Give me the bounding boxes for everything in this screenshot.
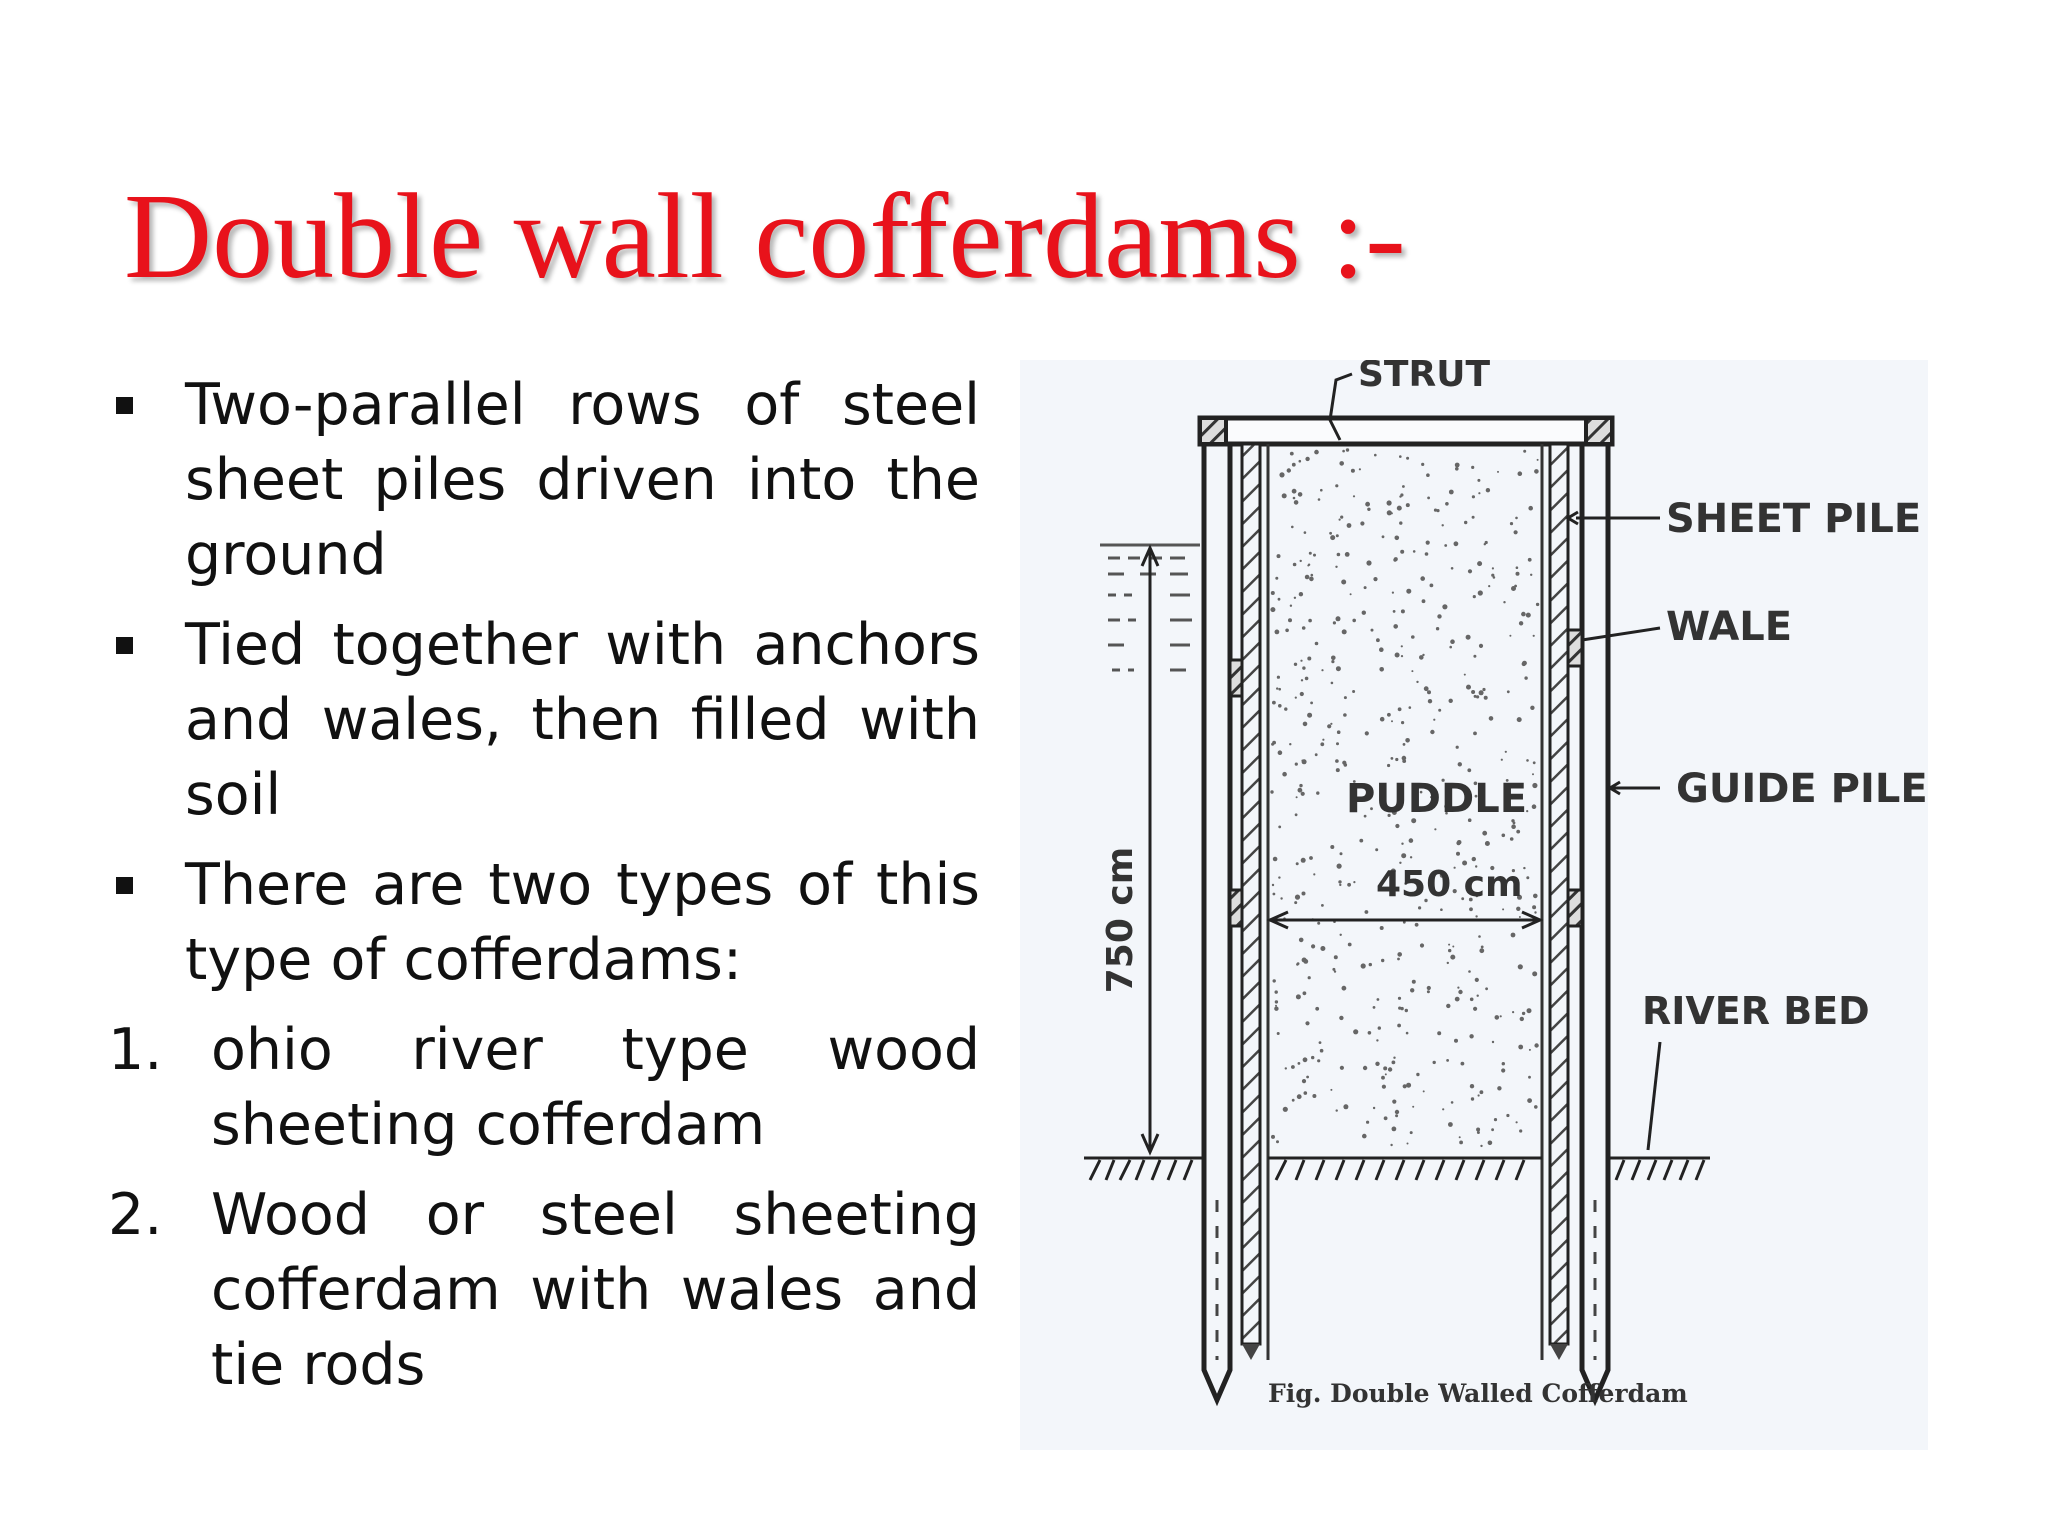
numbered-item: 1. ohio river type wood sheeting cofferd… (108, 1013, 980, 1163)
slide-title: Double wall cofferdams :- (124, 169, 1406, 304)
sheet-pile-label: SHEET PILE (1666, 496, 1921, 542)
strut-leader (1328, 372, 1353, 441)
slide-content: Two-parallel rows of steel sheet piles d… (108, 368, 980, 1418)
bullet-item: Two-parallel rows of steel sheet piles d… (108, 368, 980, 593)
wale (1228, 888, 1244, 928)
guide-pile-label: GUIDE PILE (1676, 766, 1928, 812)
height-label: 750 cm (1100, 847, 1141, 994)
bullet-item: There are two types of this type of coff… (108, 848, 980, 998)
puddle-label: PUDDLE (1346, 776, 1527, 822)
cofferdam-diagram: STRUT SHEET PILE WALE GUIDE PILE PUDDLE … (1084, 360, 1928, 1408)
wale-label: WALE (1666, 604, 1792, 650)
numbered-text: ohio river type wood sheeting cofferdam (211, 1017, 980, 1158)
sheet-pile-left (1240, 442, 1262, 1346)
sheet-pile-right (1548, 442, 1570, 1346)
figure-caption: Fig. Double Walled Cofferdam (1268, 1379, 1688, 1408)
river-bed-leader (1646, 1041, 1662, 1151)
list-number: 1. (108, 1017, 163, 1083)
bullet-text: Tied together with anchors and wales, th… (185, 612, 980, 828)
guide-pile-left (1201, 444, 1233, 1407)
numbered-item: 2. Wood or steel sheeting cofferdam with… (108, 1178, 980, 1403)
strut (1197, 415, 1615, 447)
wale (1566, 628, 1584, 668)
river-bed-ground (1084, 1156, 1710, 1181)
bullet-item: Tied together with anchors and wales, th… (108, 608, 980, 833)
strut-end-block (1584, 416, 1614, 446)
square-bullet-icon (116, 877, 133, 894)
strut-label: STRUT (1358, 360, 1490, 395)
strut-end-block (1198, 416, 1228, 446)
cofferdam-figure: STRUT SHEET PILE WALE GUIDE PILE PUDDLE … (1020, 360, 1928, 1450)
width-label: 450 cm (1376, 864, 1523, 905)
puddle-fill (1270, 448, 1540, 1148)
square-bullet-icon (116, 637, 133, 654)
bullet-text: There are two types of this type of coff… (185, 852, 980, 993)
wale (1566, 888, 1584, 928)
guide-pile-right (1579, 444, 1611, 1407)
list-number: 2. (108, 1182, 163, 1248)
river-bed-label: RIVER BED (1642, 989, 1870, 1033)
wale-leader (1581, 626, 1661, 642)
numbered-text: Wood or steel sheeting cofferdam with wa… (211, 1182, 980, 1398)
bullet-text: Two-parallel rows of steel sheet piles d… (185, 372, 980, 588)
square-bullet-icon (116, 397, 133, 414)
wale (1228, 658, 1244, 698)
